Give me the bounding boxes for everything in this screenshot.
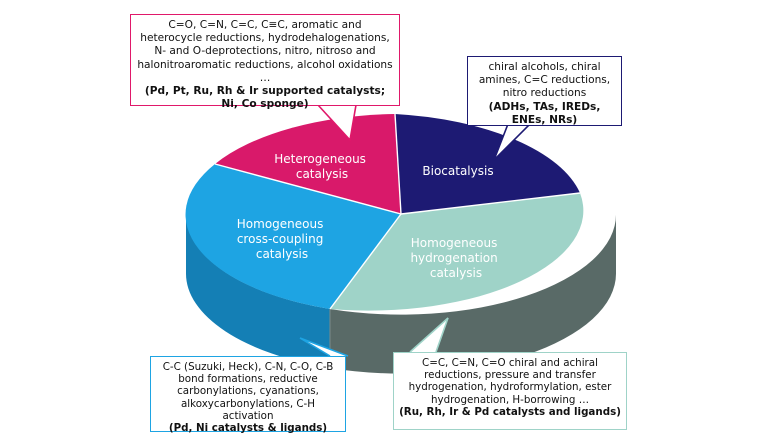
- label-cross-coupling-line3: catalysis: [256, 247, 308, 261]
- pie-side-hydrogenation: [330, 214, 617, 374]
- label-biocatalysis: Biocatalysis: [422, 164, 493, 178]
- label-hydrogenation-line3: catalysis: [430, 266, 482, 280]
- callout-biocatalysis-examples: (ADHs, TAs, IREDs, ENEs, NRs): [488, 100, 601, 126]
- pie-side-cross-coupling: [185, 214, 330, 368]
- callout-cross-coupling-examples: (Pd, Ni catalysts & ligands): [168, 422, 328, 435]
- callout-biocatalysis: chiral alcohols, chiral amines, C=C redu…: [467, 56, 622, 126]
- callout-tail-hydrogenation: [409, 317, 449, 353]
- label-hydrogenation-line2: hydrogenation: [410, 251, 497, 265]
- label-biocatalysis-line1: Biocatalysis: [422, 164, 493, 178]
- label-heterogeneous-line1: Heterogeneous: [274, 152, 366, 166]
- label-heterogeneous: Heterogeneous catalysis: [274, 152, 370, 181]
- label-hydrogenation: Homogeneous hydrogenation catalysis: [410, 236, 501, 280]
- slice-biocatalysis: [395, 114, 580, 214]
- callout-heterogeneous: C=O, C=N, C=C, C≡C, aromatic and heteroc…: [130, 14, 400, 110]
- slice-heterogeneous: [215, 114, 401, 214]
- callout-tail-cross-coupling: [299, 337, 349, 357]
- label-cross-coupling-line2: cross-coupling: [237, 232, 324, 246]
- slice-separators: [214, 113, 581, 310]
- callout-heterogeneous-text: C=O, C=N, C=C, C≡C, aromatic and heteroc…: [137, 19, 393, 84]
- callout-hydrogenation-text: C=C, C=N, C=O chiral and achiral reducti…: [408, 357, 612, 406]
- callout-hydrogenation: C=C, C=N, C=O chiral and achiral reducti…: [393, 352, 627, 430]
- label-hydrogenation-line1: Homogeneous: [411, 236, 498, 250]
- slice-hydrogenation: [330, 193, 584, 311]
- slice-cross-coupling: [185, 164, 401, 309]
- label-cross-coupling-line1: Homogeneous: [237, 217, 324, 231]
- callout-cross-coupling-text: C-C (Suzuki, Heck), C-N, C-O, C-B bond f…: [162, 361, 334, 422]
- label-heterogeneous-line2: catalysis: [296, 167, 348, 181]
- callout-cross-coupling: C-C (Suzuki, Heck), C-N, C-O, C-B bond f…: [150, 356, 346, 435]
- callout-tail-biocatalysis: [493, 123, 531, 161]
- label-cross-coupling: Homogeneous cross-coupling catalysis: [237, 217, 327, 261]
- callout-biocatalysis-text: chiral alcohols, chiral amines, C=C redu…: [478, 61, 611, 100]
- callout-heterogeneous-examples: (Pd, Pt, Ru, Rh & Ir supported catalysts…: [144, 85, 386, 111]
- callout-tail-heterogeneous: [317, 104, 357, 142]
- callout-hydrogenation-examples: (Ru, Rh, Ir & Pd catalysts and ligands): [399, 405, 621, 418]
